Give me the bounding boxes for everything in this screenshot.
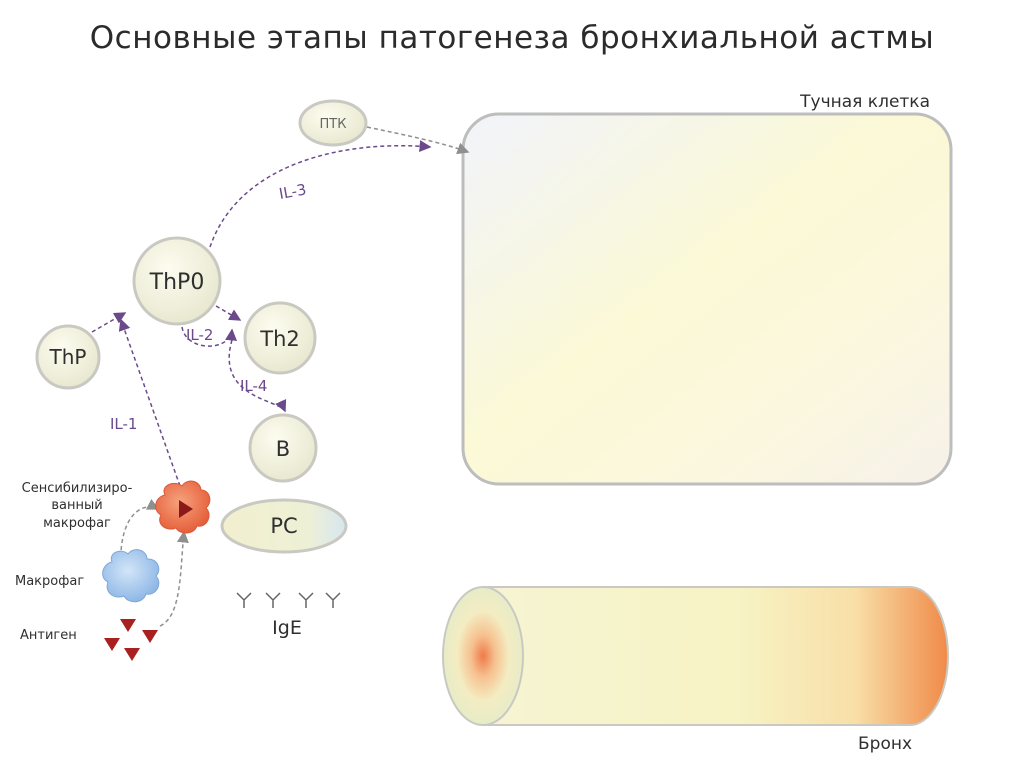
bronchus-label: Бронх: [858, 734, 912, 754]
antigen-triangle: [124, 648, 140, 661]
sensitized-macrophage: [156, 481, 210, 533]
antigen-triangle: [104, 638, 120, 651]
arrow-macrophage-to-thp0-il1: [121, 320, 180, 486]
il2-label: IL-2: [186, 326, 213, 344]
pc-label: PC: [270, 514, 297, 538]
bronchus-lumen: [443, 587, 523, 725]
thp-label: ThP: [49, 345, 87, 369]
th2-label: Th2: [259, 327, 300, 351]
sensitized-macrophage-label-line1: Сенсибилизиро-: [22, 481, 133, 496]
arrow-thp0-to-th2: [216, 306, 240, 320]
antigen-triangle: [120, 619, 136, 632]
arrow-ptk-to-mast: [367, 127, 468, 152]
il1-label: IL-1: [110, 415, 137, 433]
macrophage-label: Макрофаг: [15, 574, 84, 589]
mast-cell-label: Тучная клетка: [799, 92, 930, 112]
arrow-thp0-to-mast-il3: [210, 146, 430, 247]
ige-label: IgE: [272, 617, 302, 639]
ige-antibodies: [237, 593, 340, 608]
thp0-label: ThP0: [149, 270, 205, 295]
il3-label: IL-3: [278, 180, 308, 202]
bronchus-tube: [483, 587, 948, 725]
b-label: B: [276, 437, 290, 461]
mast-cell: [463, 114, 951, 484]
ptk-label: ПТК: [320, 117, 347, 132]
arrow-thp-to-thp0: [92, 313, 125, 332]
antigen-triangle: [142, 630, 158, 643]
sensitized-macrophage-label-line2: ванный: [51, 498, 102, 513]
macrophage: [103, 550, 159, 602]
sensitized-macrophage-label-line3: макрофаг: [43, 516, 111, 531]
il4-label: IL-4: [240, 377, 267, 395]
antigen-label: Антиген: [20, 628, 77, 643]
arrow-antigen-to-sensitized: [160, 532, 184, 626]
